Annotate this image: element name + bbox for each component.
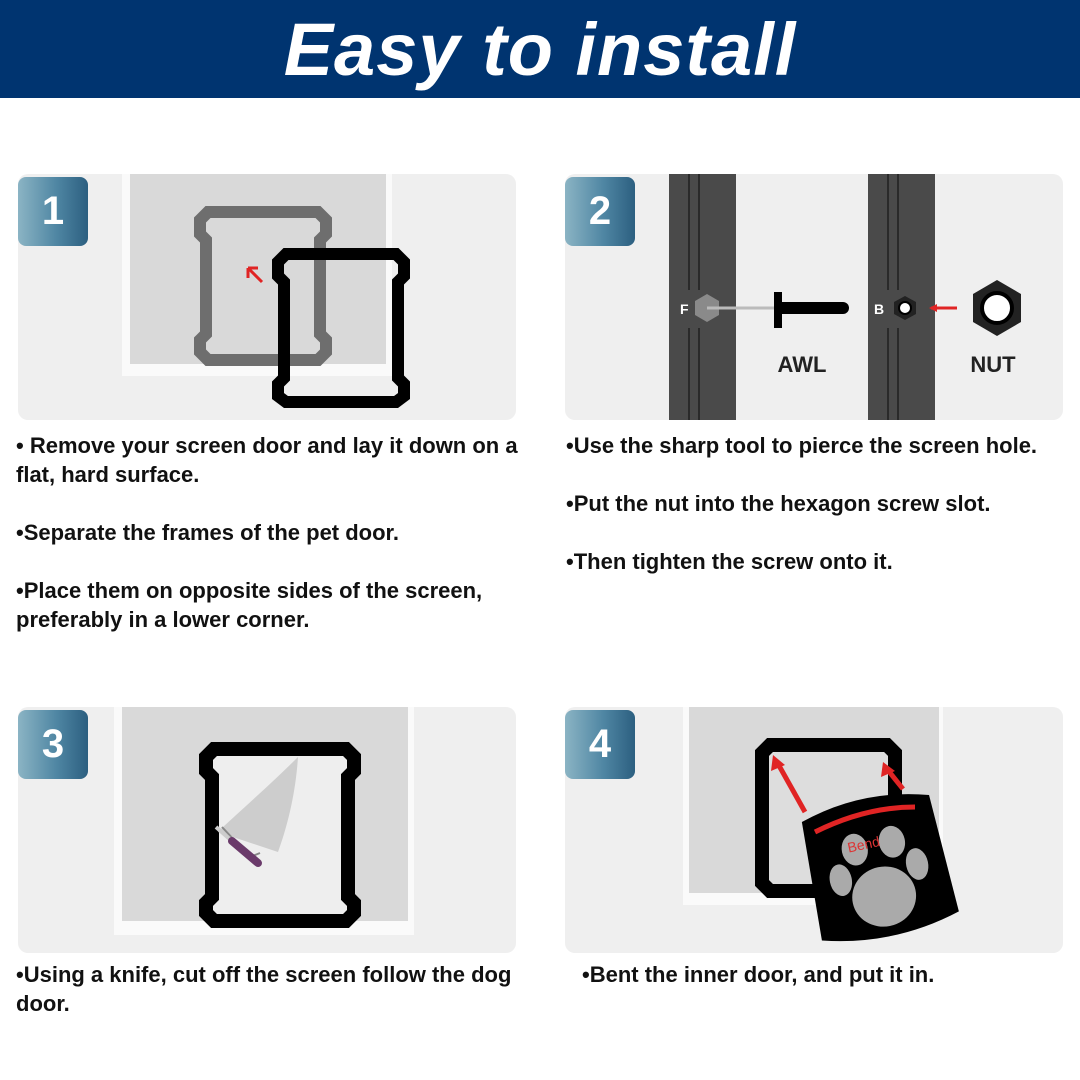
step-3-text: •Using a knife, cut off the screen follo… [16,960,536,1047]
arrow-icon [929,304,937,312]
step-line: •Then tighten the screw onto it. [566,549,893,574]
step-1-illustration: 1 [18,174,516,420]
step-4-text: •Bent the inner door, and put it in. [582,960,1080,1018]
nut-label: NUT [970,352,1016,377]
back-label: B [874,301,884,317]
step-badge: 3 [18,710,88,779]
page-title: Easy to install [283,7,797,91]
step-4-illustration: Bend 4 [565,707,1063,953]
arrow-icon [246,266,264,284]
step-line: • Remove your screen door and lay it dow… [16,433,518,487]
front-label: F [680,301,689,317]
step-badge: 2 [565,177,635,246]
step-badge: 4 [565,710,635,779]
step-line: •Put the nut into the hexagon screw slot… [566,491,991,516]
step-line: •Separate the frames of the pet door. [16,520,400,545]
arrow-icon [774,760,808,814]
step-1-text: • Remove your screen door and lay it dow… [16,431,536,663]
awl-label: AWL [778,352,827,377]
step-line: •Bent the inner door, and put it in. [582,962,935,987]
bend-arrow-icon [813,804,916,835]
step-line: •Place them on opposite sides of the scr… [16,578,483,632]
awl-nut-illustration: F B AWL NUT [669,174,1021,420]
step-2-text: •Use the sharp tool to pierce the screen… [566,431,1080,605]
insert-flap-illustration: Bend [683,707,959,942]
step-line: •Using a knife, cut off the screen follo… [16,962,512,1016]
header-banner: Easy to install [0,0,1080,98]
awl-icon [782,302,849,314]
flap-icon [801,794,959,942]
cut-screen-illustration [114,707,414,935]
step-3-illustration: 3 [18,707,516,953]
step-line: •Use the sharp tool to pierce the screen… [566,433,1038,458]
knife-icon [214,825,262,867]
frames-illustration [122,174,410,408]
step-2-illustration: F B AWL NUT 2 [565,174,1063,420]
step-badge: 1 [18,177,88,246]
bend-label: Bend [846,833,881,855]
